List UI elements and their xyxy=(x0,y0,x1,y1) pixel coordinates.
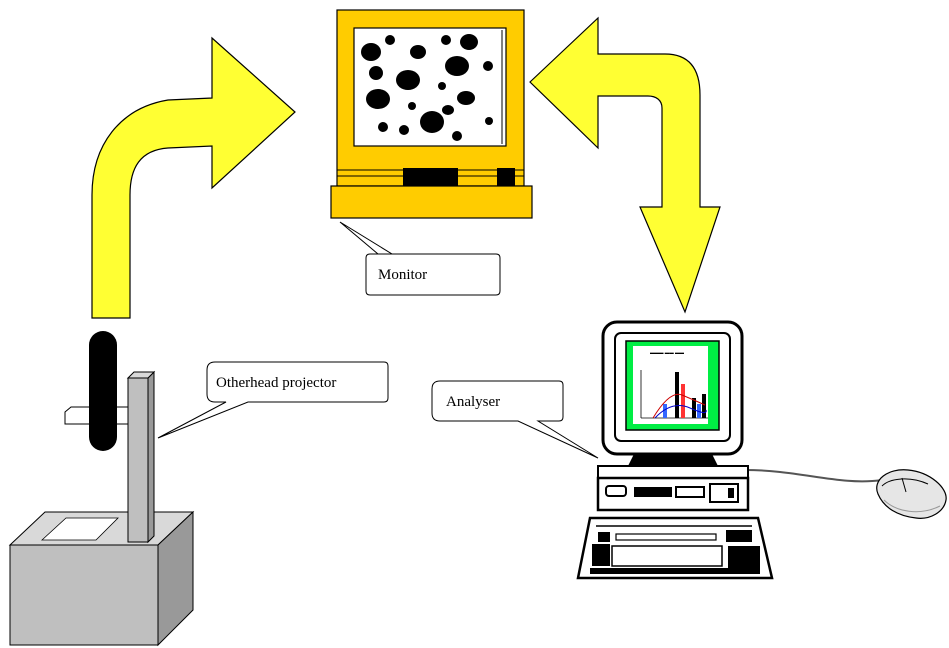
projector-base-front xyxy=(9,544,159,646)
projector-head xyxy=(89,331,117,451)
projector-glass xyxy=(40,517,119,541)
desktop-computer-icon: ▬▬▬ ▬▬ ▬▬ xyxy=(576,320,774,580)
analyser-label: Analyser xyxy=(446,394,500,410)
particle-dots xyxy=(361,34,493,141)
analyser-callout: Analyser xyxy=(431,380,599,459)
monitor-label: Monitor xyxy=(378,267,427,283)
projector-column-top xyxy=(126,371,156,379)
projector-column xyxy=(127,377,149,543)
system-unit-top xyxy=(597,465,749,479)
arrow-projector-to-monitor xyxy=(91,36,296,319)
projector-column-side xyxy=(147,370,155,544)
monitor-base xyxy=(330,185,533,219)
screen-chart-panel xyxy=(633,346,708,424)
screen-chart-title-scribble: ▬▬▬ ▬▬ ▬▬ xyxy=(650,350,685,355)
projector-label: Otherhead projector xyxy=(216,375,336,391)
monitor-callout: Monitor xyxy=(339,221,501,296)
overhead-projector-icon xyxy=(8,331,195,647)
arrow-monitor-analyser xyxy=(529,16,721,314)
monitor-icon xyxy=(330,9,533,219)
projector-callout: Otherhead projector xyxy=(157,361,389,439)
monitor-button-large xyxy=(403,168,458,190)
monitor-button-small xyxy=(497,168,515,190)
crt-stand xyxy=(628,454,718,466)
mouse-icon xyxy=(876,469,947,519)
mouse-cable xyxy=(744,469,883,483)
